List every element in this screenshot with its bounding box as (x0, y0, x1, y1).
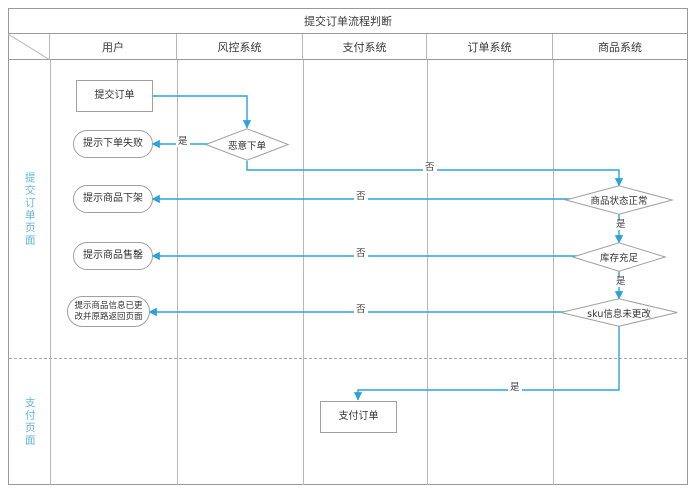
edge-label-stock-no: 否 (354, 248, 368, 259)
column-header-risk: 风控系统 (177, 34, 303, 60)
node-pay-order[interactable]: 支付订单 (320, 401, 397, 433)
grid-divider-4 (427, 60, 428, 485)
node-goods-offline[interactable]: 提示商品下架 (73, 185, 153, 213)
edge-label-malicious-no: 否 (423, 162, 437, 173)
grid-divider-3 (303, 60, 304, 485)
edge-label-goods-status-yes: 是 (614, 219, 628, 230)
edge-label-goods-status-no: 否 (354, 191, 368, 202)
node-goods-status-ok[interactable]: 商品状态正常 (563, 185, 675, 215)
node-sku-unchanged[interactable]: sku信息未更改 (560, 298, 678, 327)
node-order-failed[interactable]: 提示下单失败 (73, 130, 153, 158)
swimlane-grid-frame (8, 8, 688, 485)
grid-divider-1 (50, 60, 51, 485)
lane-label-payment-page: 支付页面 (23, 397, 36, 447)
edge-label-stock-yes: 是 (614, 276, 628, 287)
grid-divider-2 (177, 60, 178, 485)
node-sku-changed-msg[interactable]: 提示商品信息已更 改并原路返回页面 (67, 296, 150, 327)
lane-divider-dashed (9, 358, 687, 359)
column-header-goods: 商品系统 (553, 34, 687, 60)
diagram-title: 提交订单流程判断 (8, 8, 688, 34)
grid-corner-cell (8, 34, 50, 60)
node-sku-unchanged-label: sku信息未更改 (587, 308, 651, 320)
edge-label-malicious-yes: 是 (176, 136, 190, 147)
edge-label-sku-no: 否 (354, 304, 368, 315)
column-header-order: 订单系统 (427, 34, 553, 60)
node-stock-enough[interactable]: 库存充足 (571, 242, 667, 272)
column-header-user: 用户 (50, 34, 177, 60)
edge-label-sku-yes: 是 (508, 382, 522, 393)
node-malicious-order-label: 恶意下单 (227, 140, 266, 152)
node-sku-changed-msg-line2: 改并原路返回页面 (74, 311, 143, 322)
grid-divider-5 (553, 60, 554, 485)
node-goods-soldout[interactable]: 提示商品售罄 (73, 242, 153, 270)
lane-label-submit-order-page: 提交订单页面 (23, 171, 36, 247)
node-stock-enough-label: 库存充足 (599, 253, 638, 264)
node-goods-status-ok-label: 商品状态正常 (590, 196, 648, 207)
node-malicious-order[interactable]: 恶意下单 (204, 128, 290, 161)
column-header-pay: 支付系统 (303, 34, 427, 60)
node-submit-order[interactable]: 提交订单 (76, 80, 153, 112)
node-sku-changed-msg-line1: 提示商品信息已更 (74, 300, 143, 311)
